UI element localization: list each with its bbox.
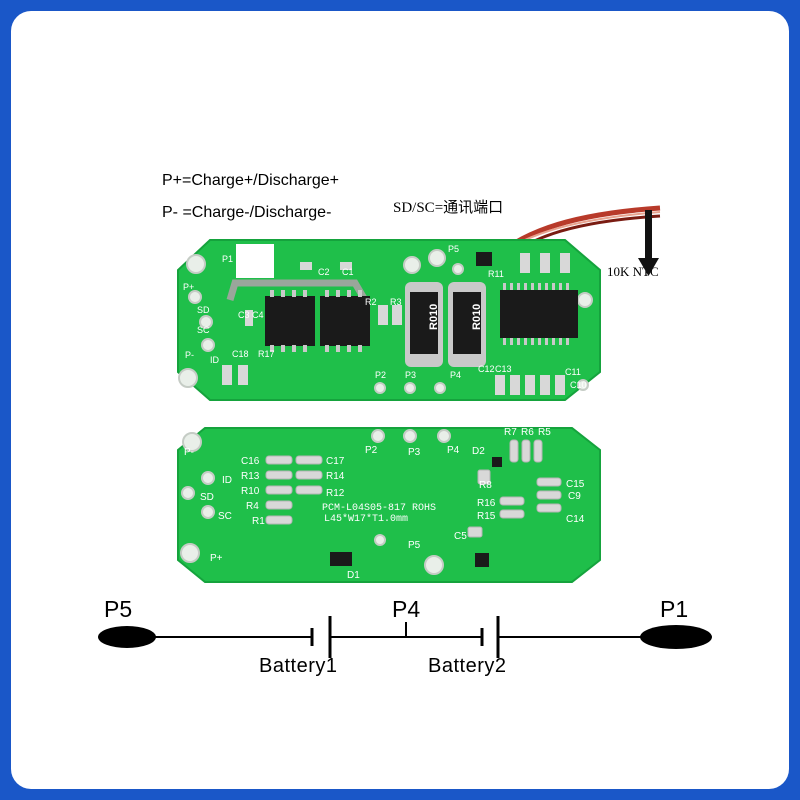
bottom-silk-c14: C14: [566, 514, 585, 525]
top-silk-c13: C13: [495, 364, 512, 374]
resistor-1-marking: R010: [428, 304, 440, 330]
top-silk-c3: C3: [238, 310, 250, 320]
top-silk-p2: P2: [375, 370, 386, 380]
bottom-silk-d1: D1: [347, 570, 360, 581]
bottom-silk-r10: R10: [241, 486, 260, 497]
bottom-pcb: P- ID SD SC P+ P2 P3 P4 P5 D1 D2 R7 R6 R…: [177, 427, 601, 583]
bottom-silk-dimensions: L45*W17*T1.0mm: [324, 513, 408, 525]
bottom-silk-sc: SC: [218, 511, 232, 522]
bottom-silk-r12: R12: [326, 488, 345, 499]
bottom-silk-c9: C9: [568, 491, 581, 502]
terminal-p1: [640, 625, 712, 649]
terminal-label-p4: P4: [392, 596, 421, 622]
bottom-silk-p4: P4: [447, 445, 460, 456]
protection-ic: [500, 283, 578, 345]
bottom-silk-p-plus: P+: [210, 553, 223, 564]
top-silk-c11: C11: [565, 367, 581, 377]
bottom-silk-r14: R14: [326, 471, 345, 482]
battery1-label: Battery1: [259, 655, 338, 677]
bottom-silk-r8: R8: [479, 480, 492, 491]
top-pcb: P+ SC SD ID P- C2 C1 R2 R3 P2 P3 P4 P5 R…: [177, 239, 601, 401]
bottom-silk-r15: R15: [477, 511, 496, 522]
top-silk-c1: C1: [342, 267, 354, 277]
top-silk-r17: R17: [258, 349, 275, 359]
top-silk-sd: SD: [197, 305, 210, 315]
top-silk-c2: C2: [318, 267, 330, 277]
top-silk-p-plus: P+: [183, 282, 194, 292]
bottom-silk-sd: SD: [200, 492, 214, 503]
bottom-silk-id: ID: [222, 475, 232, 486]
top-silk-r3: R3: [390, 297, 402, 307]
bottom-silk-r6: R6: [521, 427, 534, 438]
bottom-silk-part-number: PCM-L04S05-817 ROHS: [322, 503, 436, 514]
ntc-arrow: [638, 210, 659, 276]
bottom-silk-r5: R5: [538, 427, 551, 438]
terminal-label-p1: P1: [660, 596, 689, 622]
top-silk-p3: P3: [405, 370, 416, 380]
sd-sc-callout: SD/SC=通讯端口: [393, 200, 504, 216]
terminal-label-p5: P5: [104, 596, 133, 622]
top-silk-p4: P4: [450, 370, 461, 380]
top-silk-id: ID: [210, 355, 220, 365]
battery2-label: Battery2: [428, 655, 507, 677]
battery-wiring-diagram: [98, 616, 712, 658]
top-silk-sc: SC: [197, 325, 210, 335]
bottom-silk-r4: R4: [246, 501, 259, 512]
bottom-silk-c16: C16: [241, 456, 260, 467]
bottom-silk-p-minus: P-: [184, 447, 194, 458]
bottom-silk-p5: P5: [408, 540, 421, 551]
top-silk-c10: C10: [570, 380, 587, 390]
top-silk-p5: P5: [448, 244, 459, 254]
bottom-silk-p2: P2: [365, 445, 378, 456]
legend-p-plus: P+=Charge+/Discharge+: [162, 172, 339, 189]
top-silk-c18: C18: [232, 349, 249, 359]
top-silk-r2: R2: [365, 297, 377, 307]
bottom-silk-r13: R13: [241, 471, 260, 482]
top-silk-c4: C4: [252, 310, 264, 320]
top-silk-p-minus: P-: [185, 350, 194, 360]
bottom-silk-r16: R16: [477, 498, 496, 509]
bottom-silk-p3: P3: [408, 447, 421, 458]
legend-p-minus: P- =Charge-/Discharge-: [162, 204, 332, 221]
bottom-silk-c5: C5: [454, 531, 467, 542]
mosfet-chips: [265, 290, 370, 352]
bottom-silk-r7: R7: [504, 427, 517, 438]
terminal-p5: [98, 626, 156, 648]
top-silk-p1: P1: [222, 254, 233, 264]
sense-resistors: [405, 282, 486, 367]
bottom-silk-c15: C15: [566, 479, 585, 490]
top-silk-c12: C12: [478, 364, 495, 374]
bottom-silk-d2: D2: [472, 446, 485, 457]
bottom-silk-r1: R1: [252, 516, 265, 527]
resistor-2-marking: R010: [471, 304, 483, 330]
bottom-silk-c17: C17: [326, 456, 345, 467]
top-silk-r11: R11: [488, 269, 504, 279]
